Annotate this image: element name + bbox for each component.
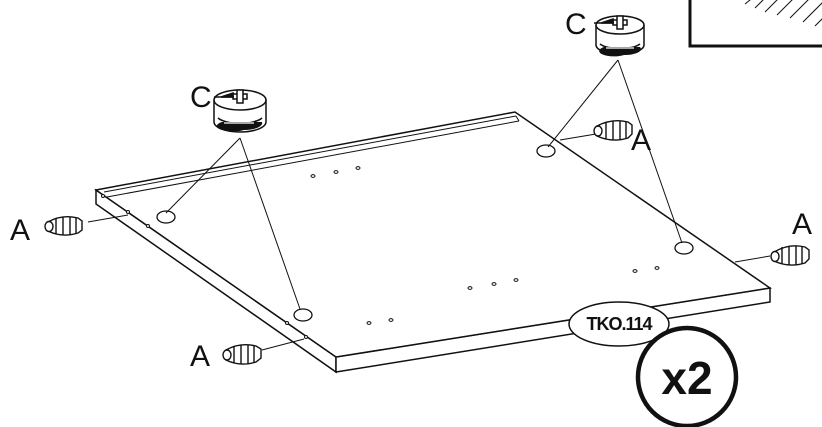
panel-holes bbox=[101, 166, 660, 339]
dowel-right-icon bbox=[770, 245, 810, 266]
quantity-badge: x2 bbox=[635, 325, 739, 427]
cam-fitting-right-icon bbox=[594, 15, 645, 57]
part-code-badge: TKO.114 bbox=[568, 301, 670, 347]
dowel-top-right-icon bbox=[593, 119, 633, 141]
dowel-left-icon bbox=[44, 215, 83, 236]
detail-inset-box bbox=[688, 0, 822, 48]
panel-board bbox=[94, 111, 772, 374]
cam-bores bbox=[156, 144, 694, 322]
cam-label-right: C bbox=[565, 8, 587, 41]
part-code-text: TKO.114 bbox=[586, 314, 652, 334]
dowel-label-left: A bbox=[10, 214, 30, 247]
cam-fitting-left-icon bbox=[213, 89, 267, 133]
quantity-text: x2 bbox=[661, 352, 712, 404]
dowel-label-bottom: A bbox=[190, 340, 210, 373]
dowel-label-top-right: A bbox=[631, 124, 651, 157]
leader-lines bbox=[87, 59, 771, 351]
dowel-bottom-icon bbox=[222, 343, 262, 365]
cam-label-left: C bbox=[190, 81, 212, 114]
dowel-label-right: A bbox=[792, 208, 812, 241]
